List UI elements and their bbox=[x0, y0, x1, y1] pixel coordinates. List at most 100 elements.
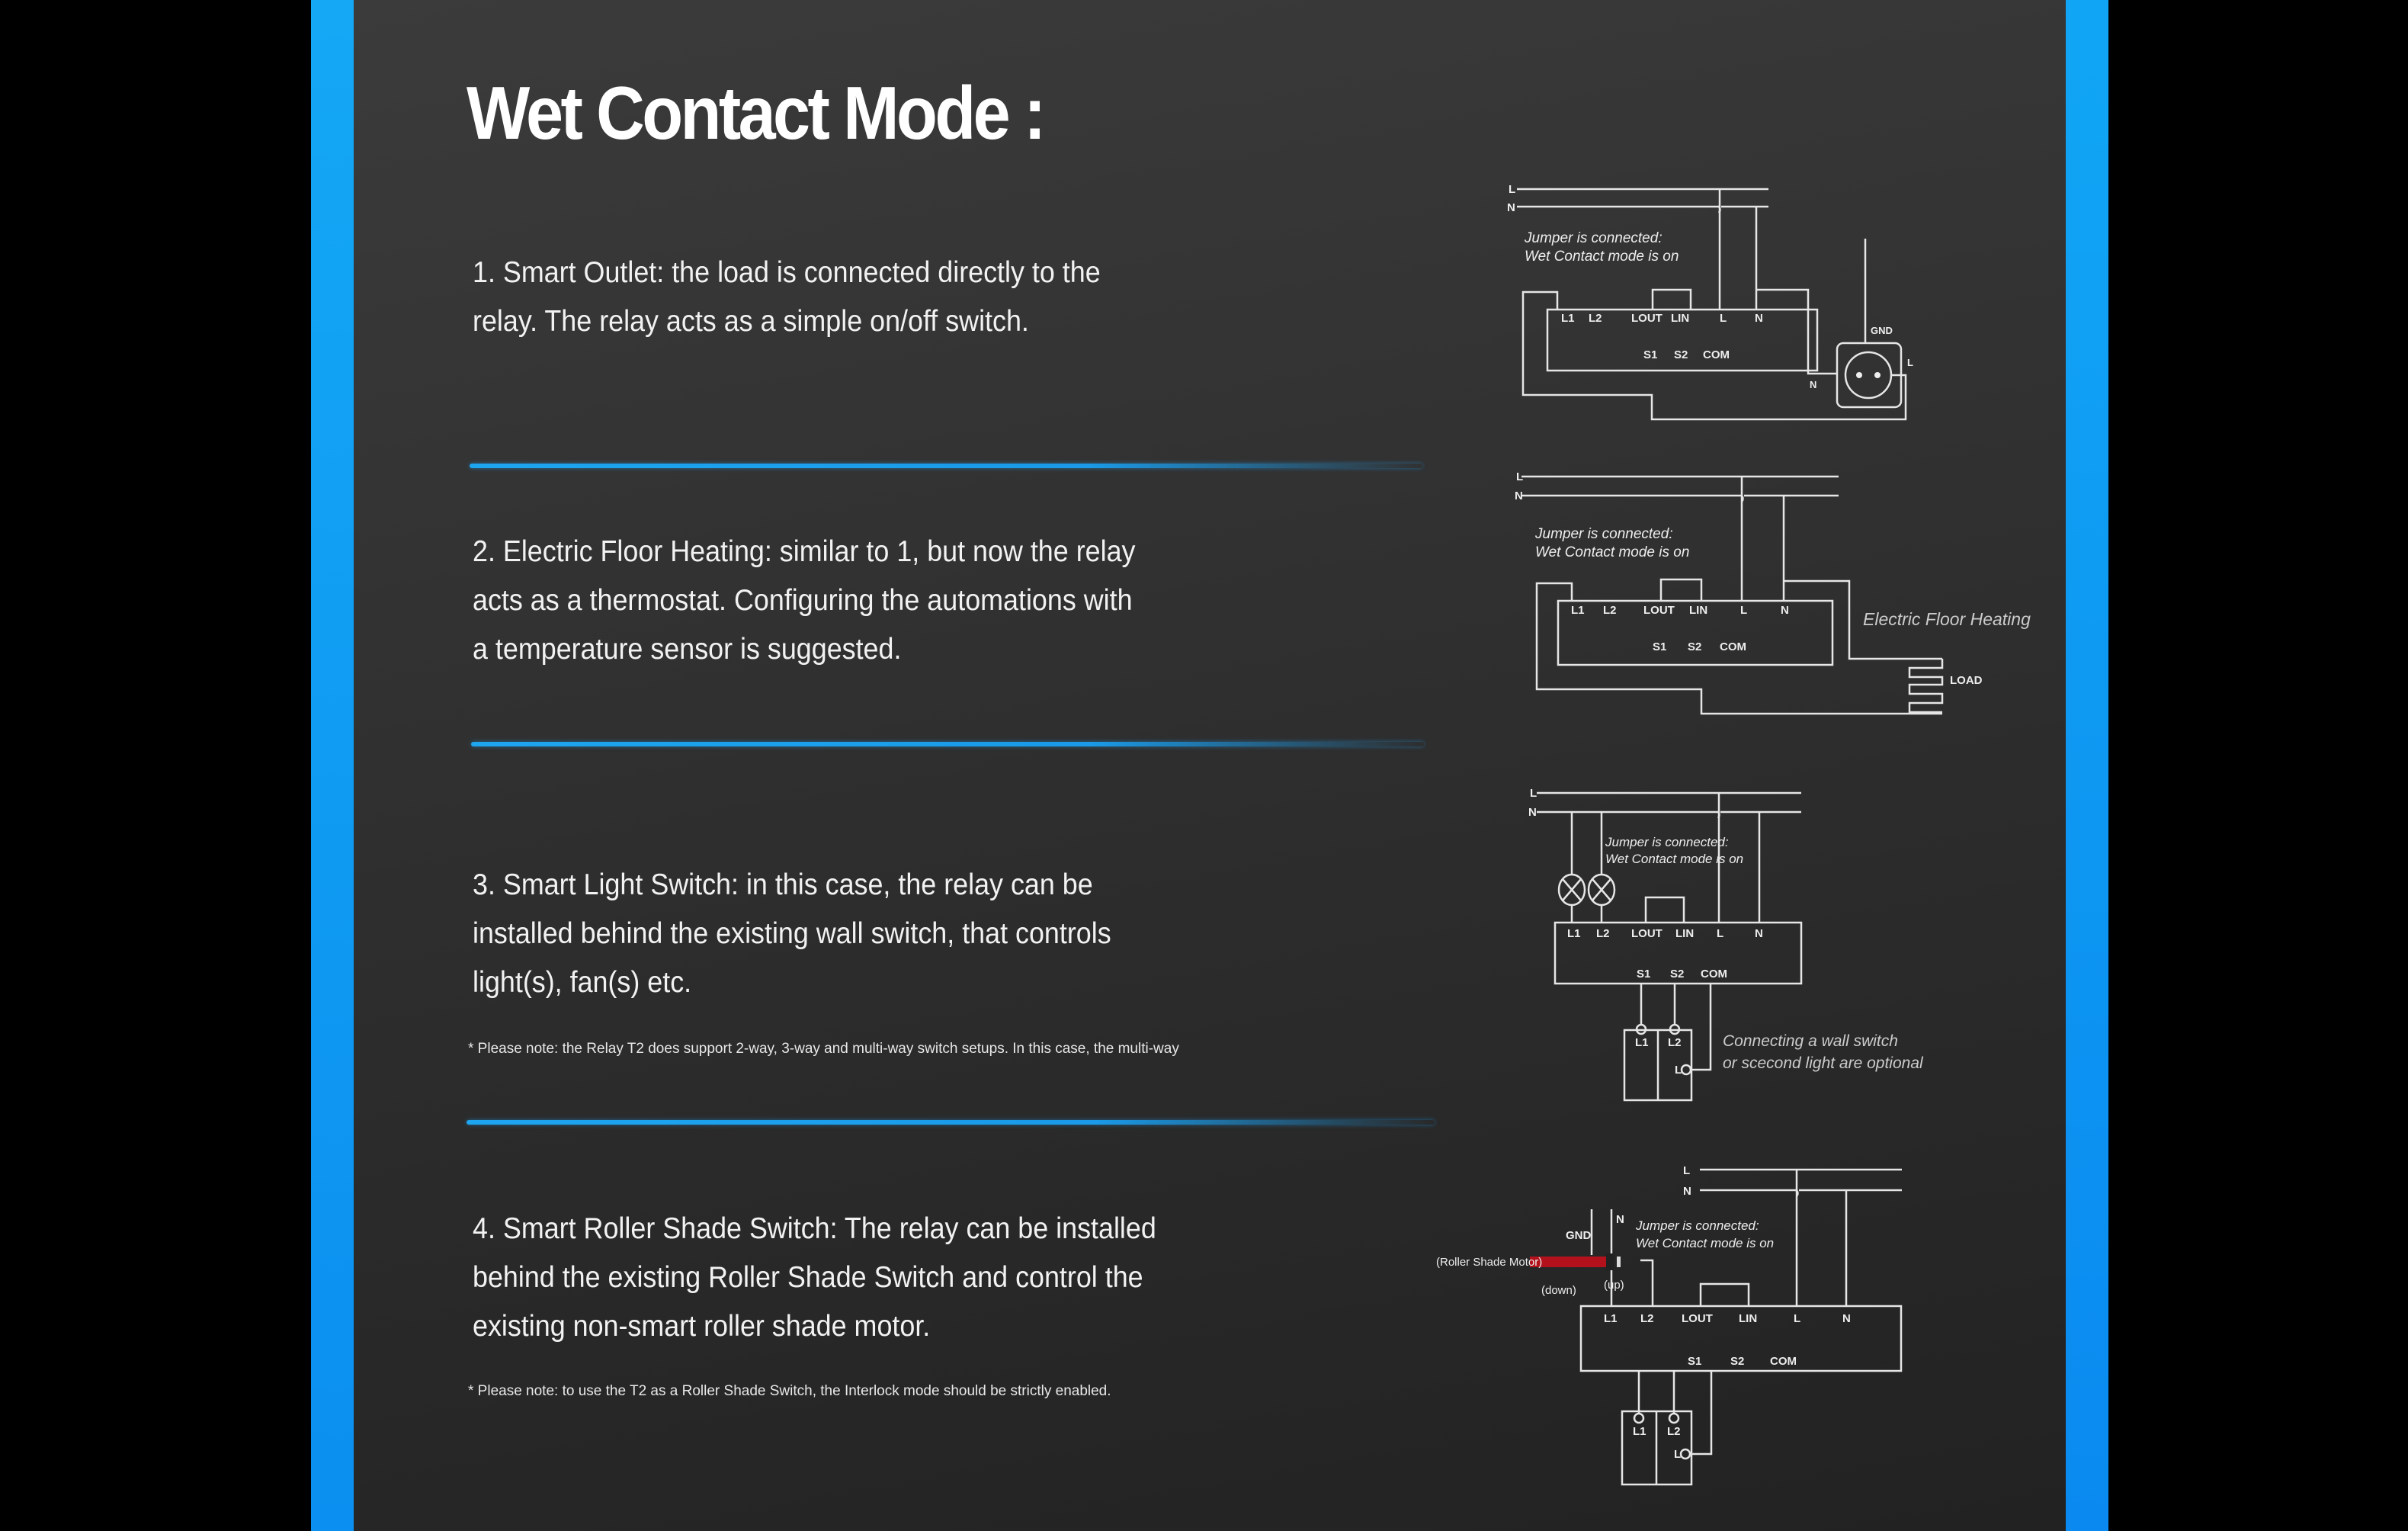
lamp-icon bbox=[1587, 873, 1616, 907]
terminal-n: N bbox=[1842, 1312, 1851, 1325]
lamp-wires bbox=[1570, 812, 1603, 923]
switch-l1-label: L1 bbox=[1633, 1425, 1646, 1438]
roller-shade-wiring-diagram: L N Jumper is connected: Wet Contact mod… bbox=[1436, 1164, 1903, 1486]
terminal-s2: S2 bbox=[1670, 968, 1684, 981]
terminal-com: COM bbox=[1703, 348, 1730, 361]
outlet-icon bbox=[1844, 351, 1893, 400]
line-n-label: N bbox=[1507, 201, 1515, 214]
terminal-n: N bbox=[1755, 927, 1763, 940]
light-switch-wiring-diagram: L N Jumper is connected: Wet Contact mod… bbox=[1528, 787, 1924, 1102]
terminal-l: L bbox=[1794, 1312, 1800, 1325]
terminal-n: N bbox=[1755, 312, 1763, 325]
right-accent-bar bbox=[2066, 0, 2108, 1531]
jumper-wire bbox=[1659, 578, 1703, 601]
line-l-label: L bbox=[1530, 787, 1537, 800]
heating-caption: Electric Floor Heating bbox=[1863, 609, 2031, 629]
terminal-lout: LOUT bbox=[1682, 1312, 1713, 1325]
switch-wires bbox=[1637, 1371, 1713, 1456]
terminal-l2: L2 bbox=[1603, 604, 1617, 617]
text-line: installed behind the existing wall switc… bbox=[473, 917, 1111, 950]
outlet-socket bbox=[1836, 342, 1903, 409]
terminal-com: COM bbox=[1770, 1355, 1797, 1368]
terminal-l1: L1 bbox=[1604, 1312, 1618, 1325]
switch-l-label: L bbox=[1674, 1448, 1681, 1461]
switch-caption-line2: or scecond light are optional bbox=[1723, 1054, 1924, 1072]
floor-heating-wiring-diagram: L N Jumper is connected: Wet Contact mod… bbox=[1515, 470, 2031, 715]
terminal-lin: LIN bbox=[1689, 604, 1707, 617]
outlet-l-label: L bbox=[1907, 357, 1913, 368]
section-divider bbox=[470, 464, 1422, 468]
switch-caption-line1: Connecting a wall switch bbox=[1723, 1032, 1898, 1050]
text-line: 4. Smart Roller Shade Switch: The relay … bbox=[473, 1212, 1156, 1245]
section-4-note: * Please note: to use the T2 as a Roller… bbox=[468, 1383, 1111, 1399]
terminal-l2: L2 bbox=[1640, 1312, 1654, 1325]
text-line: behind the existing Roller Shade Switch … bbox=[473, 1261, 1143, 1294]
gnd-label: GND bbox=[1871, 325, 1893, 336]
text-line: 3. Smart Light Switch: in this case, the… bbox=[473, 868, 1093, 901]
switch-wires bbox=[1640, 984, 1712, 1071]
motor-up-label: (up) bbox=[1604, 1279, 1624, 1292]
jumper-wire bbox=[1699, 1282, 1750, 1306]
jumper-note-line2: Wet Contact mode is on bbox=[1605, 852, 1743, 866]
content-panel bbox=[354, 0, 2066, 1531]
motor-gnd-label: GND bbox=[1566, 1229, 1592, 1242]
switch-l-label: L bbox=[1675, 1064, 1682, 1077]
load-wire bbox=[1535, 582, 1942, 715]
relay-box bbox=[1546, 308, 1819, 372]
relay-box bbox=[1579, 1305, 1903, 1372]
terminal-s1: S1 bbox=[1688, 1355, 1701, 1368]
outlet-wiring-diagram: L N Jumper is connected: Wet Contact mod… bbox=[1507, 183, 1913, 421]
section-1-text: 1. Smart Outlet: the load is connected d… bbox=[473, 249, 1101, 346]
jumper-note-line1: Jumper is connected: bbox=[1534, 526, 1673, 542]
line-l-label: L bbox=[1683, 1164, 1690, 1177]
section-3-note: * Please note: the Relay T2 does support… bbox=[468, 1041, 1179, 1057]
switch-l1-label: L1 bbox=[1635, 1036, 1649, 1049]
switch-l2-label: L2 bbox=[1667, 1425, 1681, 1438]
terminal-l2: L2 bbox=[1589, 312, 1602, 325]
terminal-l1: L1 bbox=[1561, 312, 1575, 325]
section-divider bbox=[467, 1120, 1435, 1125]
load-wire bbox=[1521, 290, 1907, 421]
page-title: Wet Contact Mode : bbox=[467, 71, 1046, 155]
load-label: LOAD bbox=[1950, 674, 1983, 687]
terminal-com: COM bbox=[1720, 640, 1746, 653]
relay-box bbox=[1553, 921, 1803, 985]
relay-box bbox=[1557, 599, 1834, 666]
text-line: acts as a thermostat. Configuring the au… bbox=[473, 584, 1133, 617]
terminal-l: L bbox=[1717, 927, 1723, 940]
text-line: 2. Electric Floor Heating: similar to 1,… bbox=[473, 535, 1136, 568]
neutral-wire bbox=[1700, 1189, 1902, 1197]
lamp-icon bbox=[1557, 873, 1586, 907]
n-drop-wire bbox=[1782, 496, 1942, 660]
motor-label: (Roller Shade Motor) bbox=[1436, 1256, 1542, 1269]
terminal-lout: LOUT bbox=[1631, 312, 1663, 325]
switch-l2-label: L2 bbox=[1668, 1036, 1682, 1049]
section-4-text: 4. Smart Roller Shade Switch: The relay … bbox=[473, 1205, 1156, 1351]
jumper-note-line2: Wet Contact mode is on bbox=[1535, 544, 1689, 560]
roller-shade-motor-icon bbox=[1530, 1257, 1606, 1267]
terminal-com: COM bbox=[1701, 968, 1727, 981]
terminal-n: N bbox=[1781, 604, 1789, 617]
terminal-s2: S2 bbox=[1674, 348, 1688, 361]
motor-up-wire bbox=[1640, 1259, 1654, 1306]
left-accent-bar bbox=[311, 0, 354, 1531]
terminal-lin: LIN bbox=[1739, 1312, 1757, 1325]
heating-load-icon bbox=[1908, 659, 1944, 714]
text-line: 1. Smart Outlet: the load is connected d… bbox=[473, 256, 1101, 289]
terminal-lin: LIN bbox=[1675, 927, 1694, 940]
neutral-wire bbox=[1537, 810, 1801, 819]
jumper-note-line1: Jumper is connected: bbox=[1605, 835, 1729, 849]
jumper-note-line2: Wet Contact mode is on bbox=[1525, 249, 1679, 265]
line-l-label: L bbox=[1509, 183, 1515, 196]
terminal-s1: S1 bbox=[1643, 348, 1657, 361]
line-n-label: N bbox=[1528, 806, 1537, 819]
neutral-wire bbox=[1521, 494, 1839, 502]
n-drop-wire bbox=[1755, 207, 1837, 375]
jumper-wire bbox=[1644, 896, 1685, 923]
line-l-label: L bbox=[1516, 470, 1523, 483]
motor-n-label: N bbox=[1616, 1213, 1624, 1226]
jumper-note-line1: Jumper is connected: bbox=[1635, 1218, 1759, 1233]
jumper-note-line2: Wet Contact mode is on bbox=[1636, 1236, 1774, 1250]
terminal-l2: L2 bbox=[1596, 927, 1610, 940]
terminal-s2: S2 bbox=[1688, 640, 1701, 653]
